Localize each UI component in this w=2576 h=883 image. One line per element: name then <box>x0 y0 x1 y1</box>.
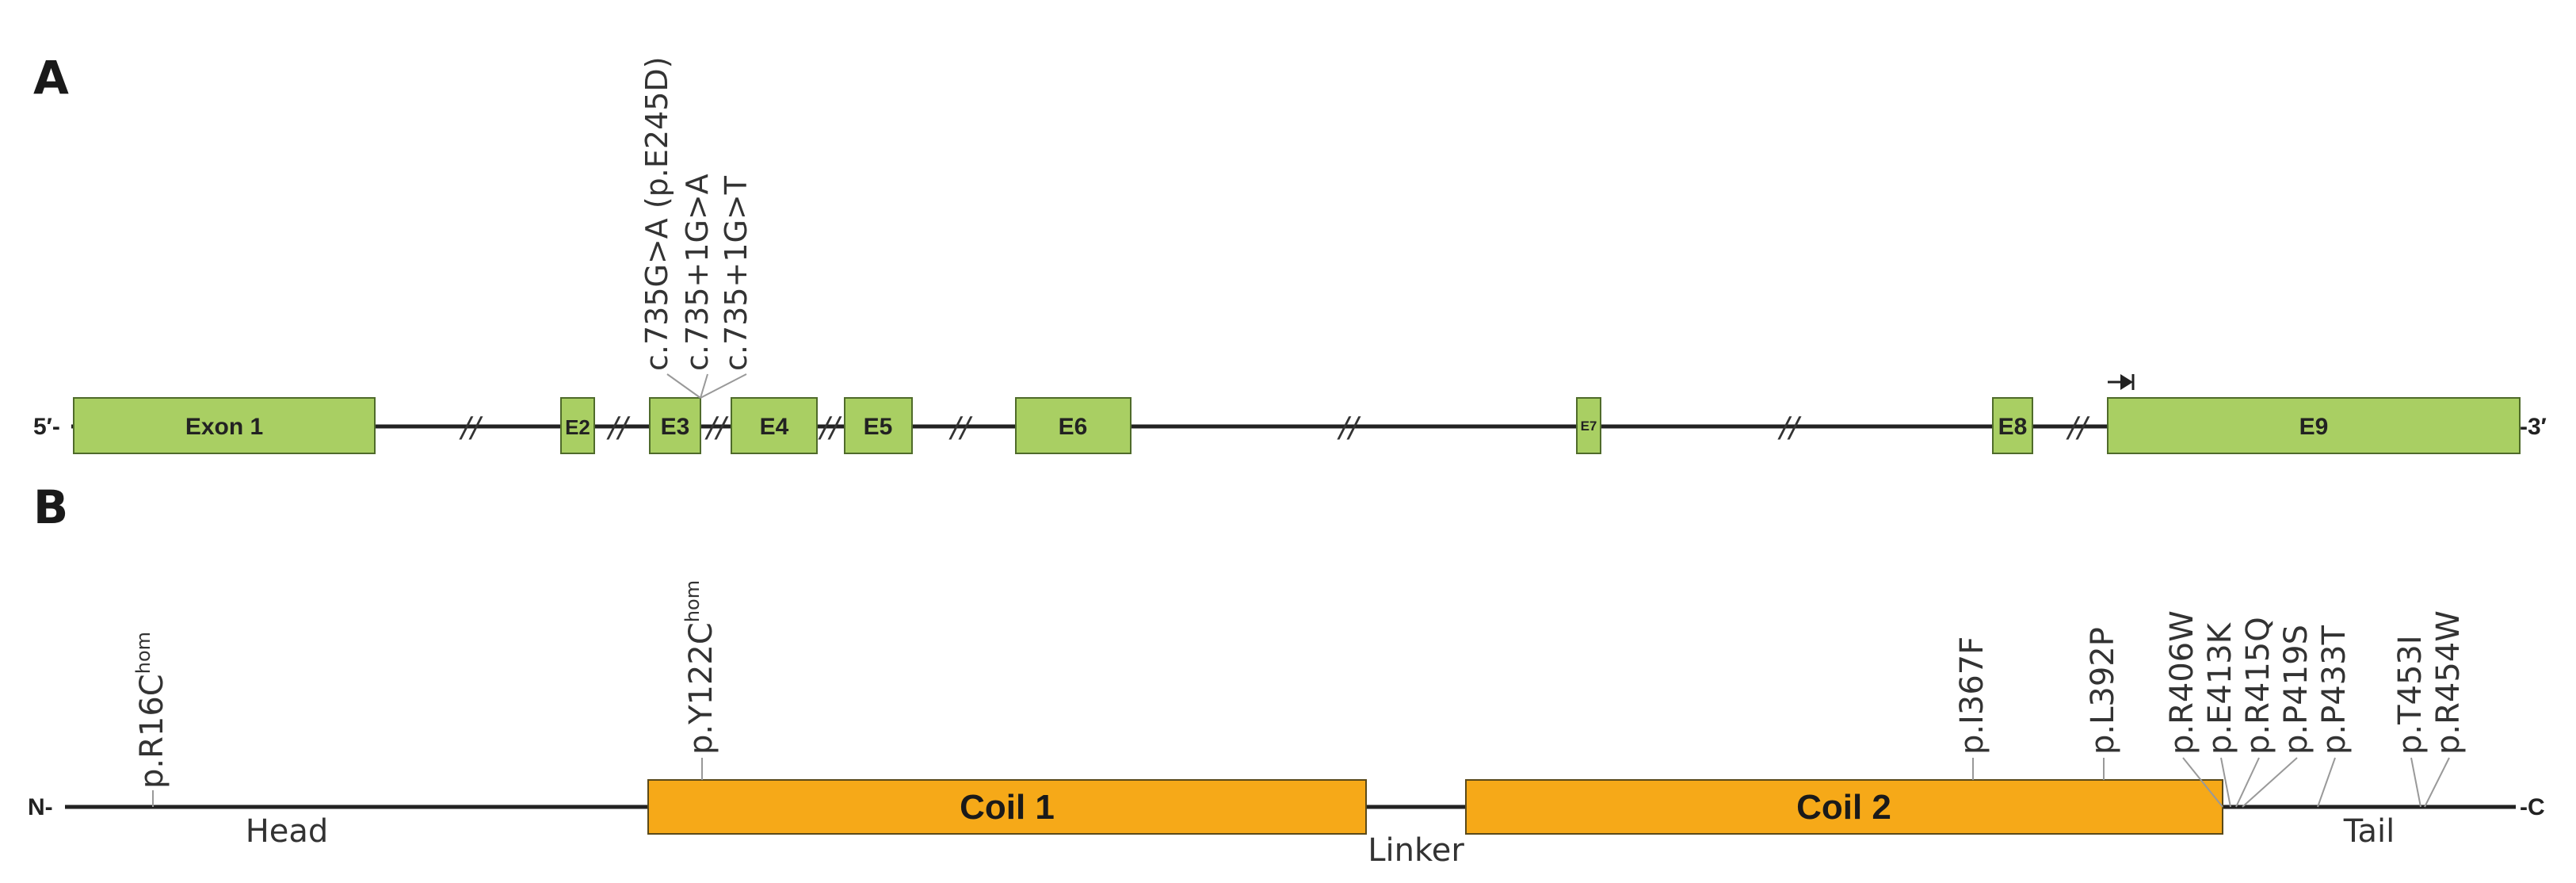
variant-labels-a: c.735G>A (p.E245D) c.735+1G>A c.735+1G>T <box>639 56 754 371</box>
exon-9-label: E9 <box>2299 414 2329 440</box>
exon-1-box <box>73 397 376 454</box>
exon-6-box <box>1015 397 1132 454</box>
exon-7-box <box>1576 397 1601 454</box>
coil-1-domain <box>647 779 1367 835</box>
c-terminus-label: -C <box>2520 794 2545 820</box>
break-mark: // <box>1337 411 1361 444</box>
exon-1-label: Exon 1 <box>185 414 263 440</box>
coil-2-label: Coil 2 <box>1796 788 1891 827</box>
break-mark: // <box>948 411 973 444</box>
exon-6-label: E6 <box>1059 414 1088 440</box>
exon-9-box <box>2107 397 2521 454</box>
variant-labels-b: p.R16Chom p.Y122Chom p.I367F p.L392P p.R… <box>132 580 2467 789</box>
variant-label-t453i: p.T453I <box>2392 635 2429 755</box>
break-mark: // <box>818 411 842 444</box>
variant-label-l392p: p.L392P <box>2085 627 2121 755</box>
variant-label-r454w: p.R454W <box>2430 610 2467 755</box>
variant-label-r415q: p.R415Q <box>2240 617 2276 755</box>
exon-8-label: E8 <box>1998 414 2028 440</box>
intron-break-marks: // // // // // // // // <box>459 411 2090 444</box>
exon-4-box <box>731 397 818 454</box>
stop-codon-arrow-icon <box>2108 374 2135 390</box>
variant-leaders-b <box>152 757 2450 808</box>
coil-2-domain <box>1465 779 2223 835</box>
coil-1-label: Coil 1 <box>960 788 1055 827</box>
variant-label-r406w: p.R406W <box>2164 610 2200 755</box>
variant-label-i367f: p.I367F <box>1954 636 1990 755</box>
variant-label-e413k: p.E413K <box>2202 621 2238 755</box>
three-prime-label: -3′ <box>2520 414 2547 440</box>
variant-label: c.735G>A (p.E245D) <box>639 56 674 371</box>
exon-2-label: E2 <box>565 415 590 439</box>
break-mark: // <box>459 411 483 444</box>
linker-region-label: Linker <box>1368 832 1464 869</box>
exon-3-label: E3 <box>661 414 690 440</box>
variant-label-y122c: p.Y122Chom <box>681 580 719 755</box>
exon-3-box <box>649 397 701 454</box>
tail-region-label: Tail <box>2343 813 2395 850</box>
exon-5-box <box>844 397 913 454</box>
variant-leaders-a <box>666 373 747 399</box>
exon-2-box <box>560 397 595 454</box>
break-mark: // <box>1777 411 1802 444</box>
five-prime-label: 5′- <box>33 414 60 440</box>
exon-4-label: E4 <box>760 414 789 440</box>
exon-8-box <box>1992 397 2033 454</box>
variant-label-p419s: p.P419S <box>2278 625 2315 755</box>
break-mark: // <box>606 411 631 444</box>
variant-label: c.735+1G>T <box>719 175 754 371</box>
panel-a-letter: A <box>33 51 69 105</box>
variant-label-p433t: p.P433T <box>2316 625 2353 755</box>
variant-label-r16c: p.R16Chom <box>132 632 170 789</box>
variant-label: c.735+1G>A <box>680 174 715 371</box>
break-mark: // <box>2066 411 2090 444</box>
exons: Exon 1 E2 E3 E4 E5 E6 E7 E8 E9 <box>73 397 2521 454</box>
n-terminus-label: N- <box>28 794 53 820</box>
head-region-label: Head <box>246 813 329 850</box>
exon-5-label: E5 <box>864 414 893 440</box>
exon-7-label: E7 <box>1581 419 1597 434</box>
panel-b-letter: B <box>33 480 68 534</box>
break-mark: // <box>704 411 729 444</box>
